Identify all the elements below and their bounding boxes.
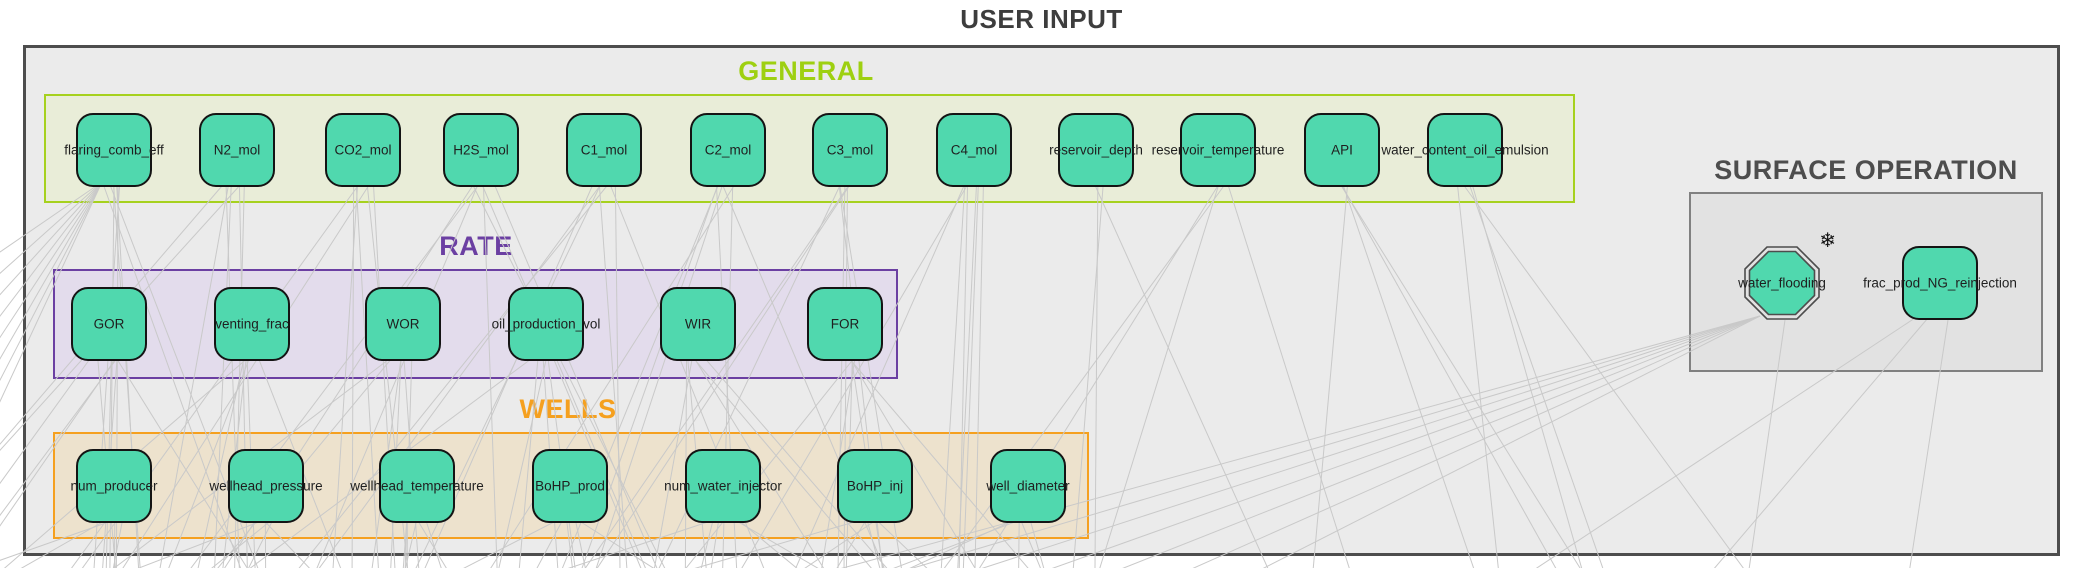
- page-title: USER INPUT: [960, 4, 1123, 34]
- node-label: water_content_oil_emulsion: [1381, 142, 1549, 158]
- node-label: C4_mol: [950, 142, 998, 158]
- node-label: reservoir_depth: [1049, 142, 1143, 158]
- node-num_producer[interactable]: num_producer: [70, 449, 158, 523]
- node-CO2_mol[interactable]: CO2_mol: [325, 113, 401, 187]
- group-general-title: GENERAL: [738, 56, 874, 86]
- node-label: C2_mol: [704, 142, 752, 158]
- node-label: water_flooding: [1738, 275, 1826, 291]
- node-label: venting_frac: [215, 316, 289, 332]
- node-wellhead_temperature[interactable]: wellhead_temperature: [350, 449, 484, 523]
- node-label: BoHP_inj: [846, 478, 904, 494]
- node-label: N2_mol: [213, 142, 261, 158]
- node-water_flooding[interactable]: ❄ water_flooding: [1738, 231, 1836, 320]
- node-label: GOR: [93, 316, 125, 332]
- node-BoHP_prod[interactable]: BoHP_prod: [532, 449, 608, 523]
- node-BoHP_inj[interactable]: BoHP_inj: [837, 449, 913, 523]
- octagon-shape: [1744, 246, 1820, 320]
- node-label: num_producer: [70, 478, 158, 494]
- node-oil_production_vol[interactable]: oil_production_vol: [492, 287, 600, 361]
- node-label: wellhead_pressure: [209, 478, 323, 494]
- node-label: wellhead_temperature: [350, 478, 484, 494]
- group-surface_operation-title: SURFACE OPERATION: [1714, 155, 2018, 185]
- node-WIR[interactable]: WIR: [660, 287, 736, 361]
- node-WOR[interactable]: WOR: [365, 287, 441, 361]
- node-frac_prod_NG_reinjection[interactable]: frac_prod_NG_reinjection: [1863, 246, 2017, 320]
- node-label: oil_production_vol: [491, 316, 601, 332]
- node-label: C1_mol: [580, 142, 628, 158]
- node-label: well_diameter: [986, 478, 1070, 494]
- node-venting_frac[interactable]: venting_frac: [214, 287, 290, 361]
- node-label: reservoir_temperature: [1151, 142, 1285, 158]
- node-GOR[interactable]: GOR: [71, 287, 147, 361]
- node-label: num_water_injector: [664, 478, 782, 494]
- node-FOR[interactable]: FOR: [807, 287, 883, 361]
- node-API[interactable]: API: [1304, 113, 1380, 187]
- node-label: WOR: [386, 316, 420, 332]
- node-wellhead_pressure[interactable]: wellhead_pressure: [209, 449, 323, 523]
- node-reservoir_temperature[interactable]: reservoir_temperature: [1152, 113, 1284, 187]
- node-label: C3_mol: [826, 142, 874, 158]
- node-water_content_oil_emulsion[interactable]: water_content_oil_emulsion: [1381, 113, 1549, 187]
- node-C3_mol[interactable]: C3_mol: [812, 113, 888, 187]
- node-label: H2S_mol: [453, 142, 509, 158]
- node-label: flaring_comb_eff: [64, 142, 164, 158]
- node-N2_mol[interactable]: N2_mol: [199, 113, 275, 187]
- snowflake-icon: ❄: [1819, 230, 1836, 252]
- node-label: WIR: [684, 316, 712, 332]
- node-label: FOR: [830, 316, 860, 332]
- node-reservoir_depth[interactable]: reservoir_depth: [1049, 113, 1143, 187]
- node-label: API: [1331, 142, 1353, 158]
- node-label: CO2_mol: [334, 142, 392, 158]
- node-H2S_mol[interactable]: H2S_mol: [443, 113, 519, 187]
- node-well_diameter[interactable]: well_diameter: [986, 449, 1070, 523]
- node-flaring_comb_eff[interactable]: flaring_comb_eff: [64, 113, 164, 187]
- node-C2_mol[interactable]: C2_mol: [690, 113, 766, 187]
- node-C4_mol[interactable]: C4_mol: [936, 113, 1012, 187]
- node-label: BoHP_prod: [535, 478, 605, 494]
- node-label: frac_prod_NG_reinjection: [1863, 275, 2017, 291]
- node-C1_mol[interactable]: C1_mol: [566, 113, 642, 187]
- node-num_water_injector[interactable]: num_water_injector: [664, 449, 782, 523]
